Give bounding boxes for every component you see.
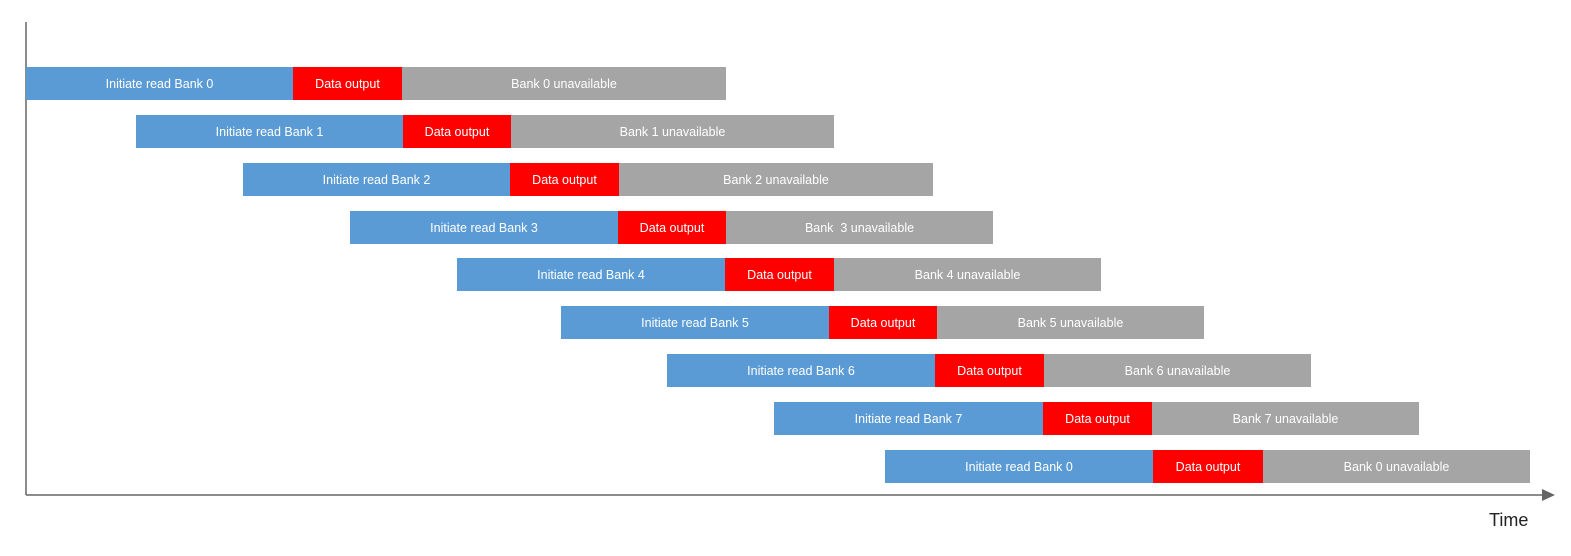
initiate-read-segment: Initiate read Bank 0 [26,67,293,100]
initiate-read-segment: Initiate read Bank 2 [243,163,510,196]
data-output-segment: Data output [293,67,402,100]
data-output-segment: Data output [829,306,937,339]
initiate-read-segment: Initiate read Bank 5 [561,306,829,339]
x-axis-label: Time [1489,510,1529,530]
data-output-segment: Data output [1153,450,1263,483]
data-output-segment: Data output [403,115,511,148]
x-axis-arrowhead [1542,489,1555,501]
initiate-read-segment: Initiate read Bank 6 [667,354,935,387]
data-output-segment: Data output [935,354,1044,387]
bank-unavailable-segment: Bank 4 unavailable [834,258,1101,291]
bank-unavailable-segment: Bank 7 unavailable [1152,402,1419,435]
data-output-segment: Data output [510,163,619,196]
initiate-read-segment: Initiate read Bank 7 [774,402,1043,435]
bank-unavailable-segment: Bank 2 unavailable [619,163,933,196]
bank-unavailable-segment: Bank 0 unavailable [402,67,726,100]
data-output-segment: Data output [618,211,726,244]
bank-unavailable-segment: Bank 1 unavailable [511,115,834,148]
bank-unavailable-segment: Bank 3 unavailable [726,211,993,244]
data-output-segment: Data output [725,258,834,291]
initiate-read-segment: Initiate read Bank 3 [350,211,618,244]
initiate-read-segment: Initiate read Bank 4 [457,258,725,291]
bank-unavailable-segment: Bank 5 unavailable [937,306,1204,339]
initiate-read-segment: Initiate read Bank 0 [885,450,1153,483]
bank-unavailable-segment: Bank 0 unavailable [1263,450,1530,483]
initiate-read-segment: Initiate read Bank 1 [136,115,403,148]
bank-unavailable-segment: Bank 6 unavailable [1044,354,1311,387]
data-output-segment: Data output [1043,402,1152,435]
